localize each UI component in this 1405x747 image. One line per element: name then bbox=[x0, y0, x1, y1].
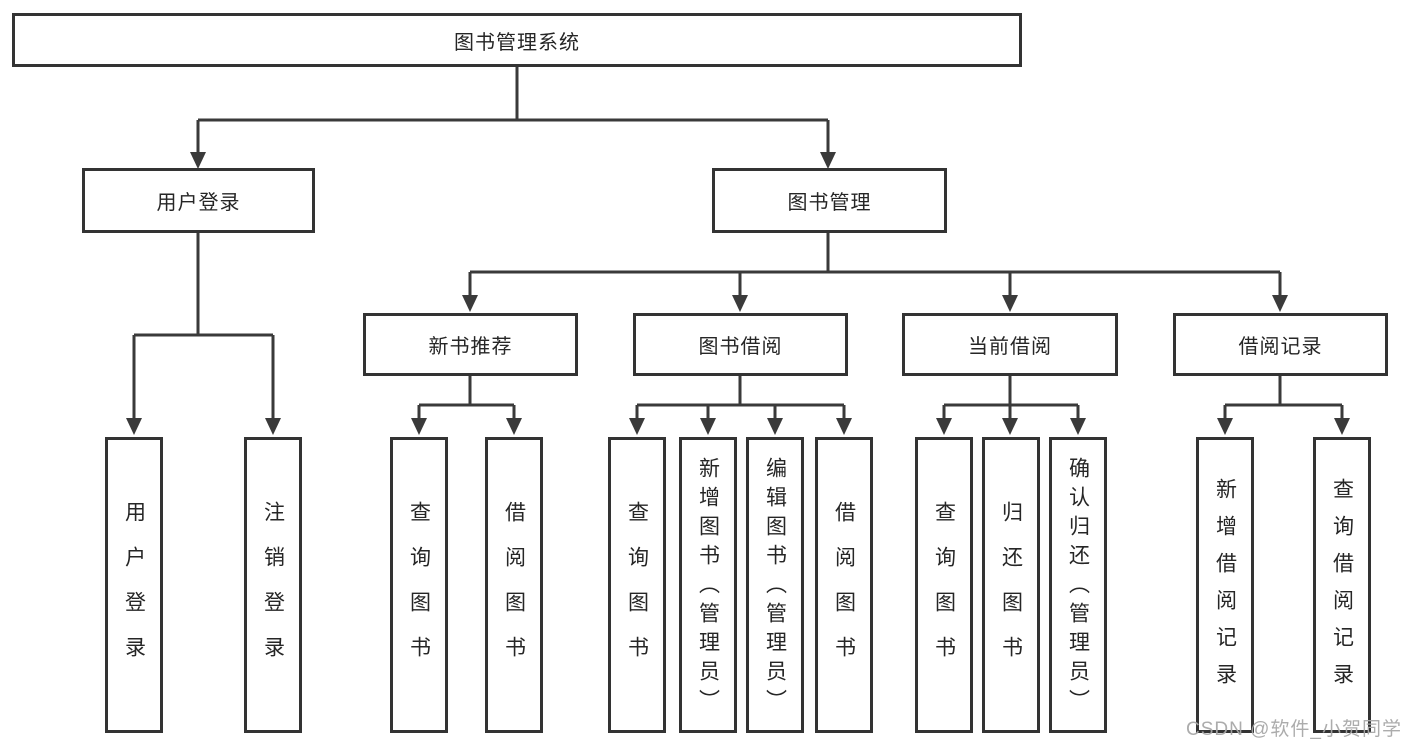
leaf-confirm-return-admin: 确认归还（管理员） bbox=[1049, 437, 1107, 733]
node-new-book-recommend: 新书推荐 bbox=[363, 313, 578, 376]
node-root-system: 图书管理系统 bbox=[12, 13, 1022, 67]
leaf-logout: 注销登录 bbox=[244, 437, 302, 733]
leaf-user-login: 用户登录 bbox=[105, 437, 163, 733]
leaf-borrow-books-borrowing: 借阅图书 bbox=[815, 437, 873, 733]
node-current-borrowing: 当前借阅 bbox=[902, 313, 1118, 376]
csdn-watermark: CSDN @软件_小贺同学 bbox=[1186, 719, 1402, 740]
leaf-add-book-admin: 新增图书（管理员） bbox=[679, 437, 737, 733]
leaf-edit-book-admin: 编辑图书（管理员） bbox=[746, 437, 804, 733]
leaf-return-books: 归还图书 bbox=[982, 437, 1040, 733]
node-borrowing-records: 借阅记录 bbox=[1173, 313, 1388, 376]
leaf-query-borrow-record: 查询借阅记录 bbox=[1313, 437, 1371, 733]
leaf-query-books-current: 查询图书 bbox=[915, 437, 973, 733]
node-book-management-branch: 图书管理 bbox=[712, 168, 947, 233]
leaf-borrow-books-recommend: 借阅图书 bbox=[485, 437, 543, 733]
leaf-query-books-recommend: 查询图书 bbox=[390, 437, 448, 733]
node-user-login-branch: 用户登录 bbox=[82, 168, 315, 233]
node-book-borrowing: 图书借阅 bbox=[633, 313, 848, 376]
leaf-query-books-borrowing: 查询图书 bbox=[608, 437, 666, 733]
leaf-add-borrow-record: 新增借阅记录 bbox=[1196, 437, 1254, 733]
